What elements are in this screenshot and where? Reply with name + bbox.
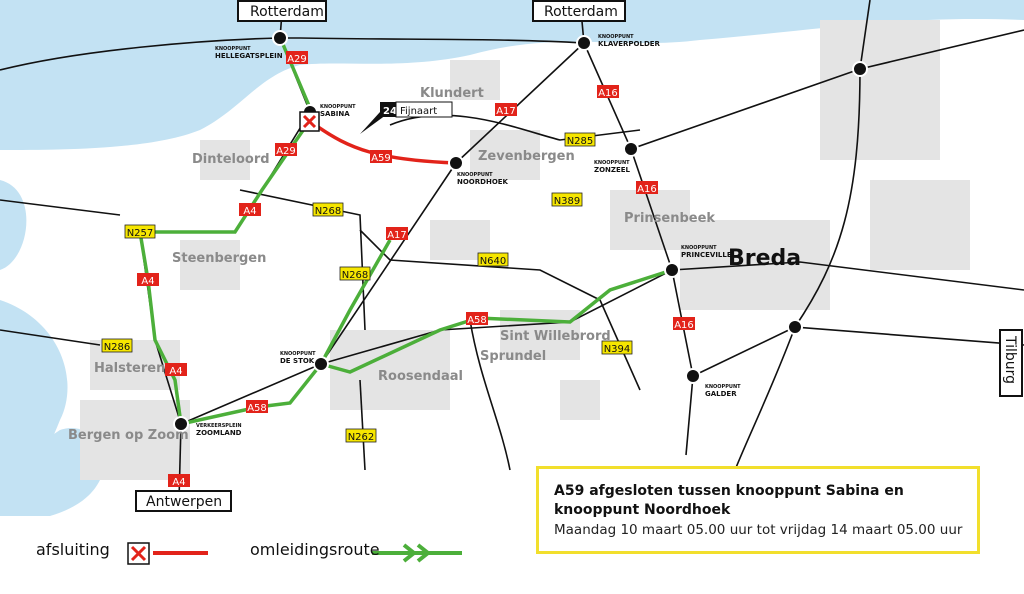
info-box: A59 afgesloten tussen knooppunt Sabina e… [536,466,980,554]
city-antwerpen: Antwerpen [135,490,232,512]
exit-number: 24 [383,106,397,117]
junction-type: KNOOPPUNT [598,34,634,40]
place-names: Klundert Dinteloord Zevenbergen Prinsenb… [68,86,801,443]
road-shield-a58: A58 [466,312,488,326]
junction-type: KNOOPPUNT [705,384,741,390]
svg-text:Tilburg: Tilburg [1002,335,1018,384]
info-title: A59 afgesloten tussen knooppunt Sabina e… [554,483,904,518]
junction-name: NOORDHOEK [457,178,509,186]
junction-type: KNOOPPUNT [280,351,316,357]
city-tilburg: Tilburg [999,329,1023,397]
road-shield-label: N268 [342,270,369,281]
junction-name: PRINCEVILLE [681,251,732,259]
road-shield-a29: A29 [286,51,308,65]
legend-closure-label: afsluiting [36,540,110,559]
road-shield-label: A58 [247,403,267,414]
road-shield-n262: N262 [345,428,377,443]
place-breda: Breda [728,246,801,271]
junction-type: KNOOPPUNT [215,46,251,52]
exit-name: Fijnaart [400,106,437,117]
junction-name: ZONZEEL [594,166,631,174]
junction-name: SABINA [320,110,350,118]
road-shield-a29: A29 [275,143,297,157]
legend-detour-icon [372,543,462,563]
legend-closure-icon [127,542,208,565]
place-steenbergen: Steenbergen [172,251,266,266]
road-shield-label: A29 [276,146,296,157]
svg-text:Rotterdam: Rotterdam [544,4,618,20]
junctions [173,30,868,432]
road-shield-label: A4 [169,366,182,377]
closure-marker[interactable] [299,111,320,132]
junction-type: KNOOPPUNT [320,104,356,110]
road-shield-a4: A4 [239,203,261,217]
junction-name: DE STOK [280,357,315,365]
road-shield-a16: A16 [673,317,695,331]
road-shield-a58: A58 [246,400,268,414]
place-bergen-op-zoom: Bergen op Zoom [68,428,189,443]
road-shield-n257: N257 [124,224,156,239]
road-shield-label: N394 [604,344,631,355]
road-shield-label: A29 [287,54,307,65]
road-shield-label: N389 [554,196,581,207]
road-shield-label: N640 [480,256,507,267]
road-shield-label: N285 [567,136,594,147]
road-shield-label: A4 [172,477,185,488]
junction-name: ZOOMLAND [196,429,242,437]
road-shield-label: N268 [315,206,342,217]
road-shield-a4: A4 [137,273,159,287]
city-rotterdam-east: Rotterdam [532,0,626,22]
legend-detour-label: omleidingsroute [250,540,380,559]
road-shield-label: A4 [243,206,256,217]
road-shield-label: N286 [104,342,131,353]
exit-24-fijnaart: 24 Fijnaart [360,101,453,134]
info-subtitle: Maandag 10 maart 05.00 uur tot vrijdag 1… [554,522,963,538]
road-shield-a16: A16 [597,85,619,99]
road-shield-a17: A17 [495,103,517,117]
road-shield-n640: N640 [477,252,509,267]
place-roosendaal: Roosendaal [378,369,463,384]
junction-type: KNOOPPUNT [594,160,630,166]
place-dinteloord: Dinteloord [192,152,270,167]
junction-type: VERKEERSPLEIN [196,423,242,429]
junction-type: KNOOPPUNT [457,172,493,178]
place-sint-willebrord: Sint Willebrord [500,329,611,344]
road-shield-n394: N394 [601,340,633,355]
place-halsteren: Halsteren [94,361,165,376]
road-shield-n268: N268 [312,202,344,217]
svg-text:Antwerpen: Antwerpen [146,494,222,510]
road-shield-label: A17 [387,230,407,241]
road-shield-a4: A4 [165,363,187,377]
junction-name: HELLEGATSPLEIN [215,52,283,60]
road-shield-label: A16 [674,320,694,331]
road-shield-a59: A59 [370,150,392,164]
road-shield-n285: N285 [564,132,596,147]
road-shield-label: A16 [637,184,657,195]
place-zevenbergen: Zevenbergen [478,149,575,164]
road-shield-label: N262 [348,432,375,443]
road-shield-a4: A4 [168,474,190,488]
junction-name: KLAVERPOLDER [598,40,661,48]
road-shield-n268: N268 [339,266,371,281]
road-shield-label: A59 [371,153,391,164]
road-shield-a17: A17 [386,227,408,241]
junction-type: KNOOPPUNT [681,245,717,251]
road-shield-n389: N389 [551,192,583,207]
place-klundert: Klundert [420,86,484,101]
city-rotterdam-west: Rotterdam [237,0,327,22]
road-shield-label: N257 [127,228,154,239]
place-sprundel: Sprundel [480,349,546,364]
road-shield-a16: A16 [636,181,658,195]
road-shield-label: A16 [598,88,618,99]
road-shield-label: A17 [496,106,516,117]
svg-text:Rotterdam: Rotterdam [250,4,324,20]
junction-name: GALDER [705,390,737,398]
road-shield-label: A58 [467,315,487,326]
road-shield-n286: N286 [101,338,133,353]
road-shield-label: A4 [141,276,154,287]
junction-labels: KNOOPPUNTHELLEGATSPLEINKNOOPPUNTSABINAKN… [196,34,741,437]
place-prinsenbeek: Prinsenbeek [624,211,715,226]
